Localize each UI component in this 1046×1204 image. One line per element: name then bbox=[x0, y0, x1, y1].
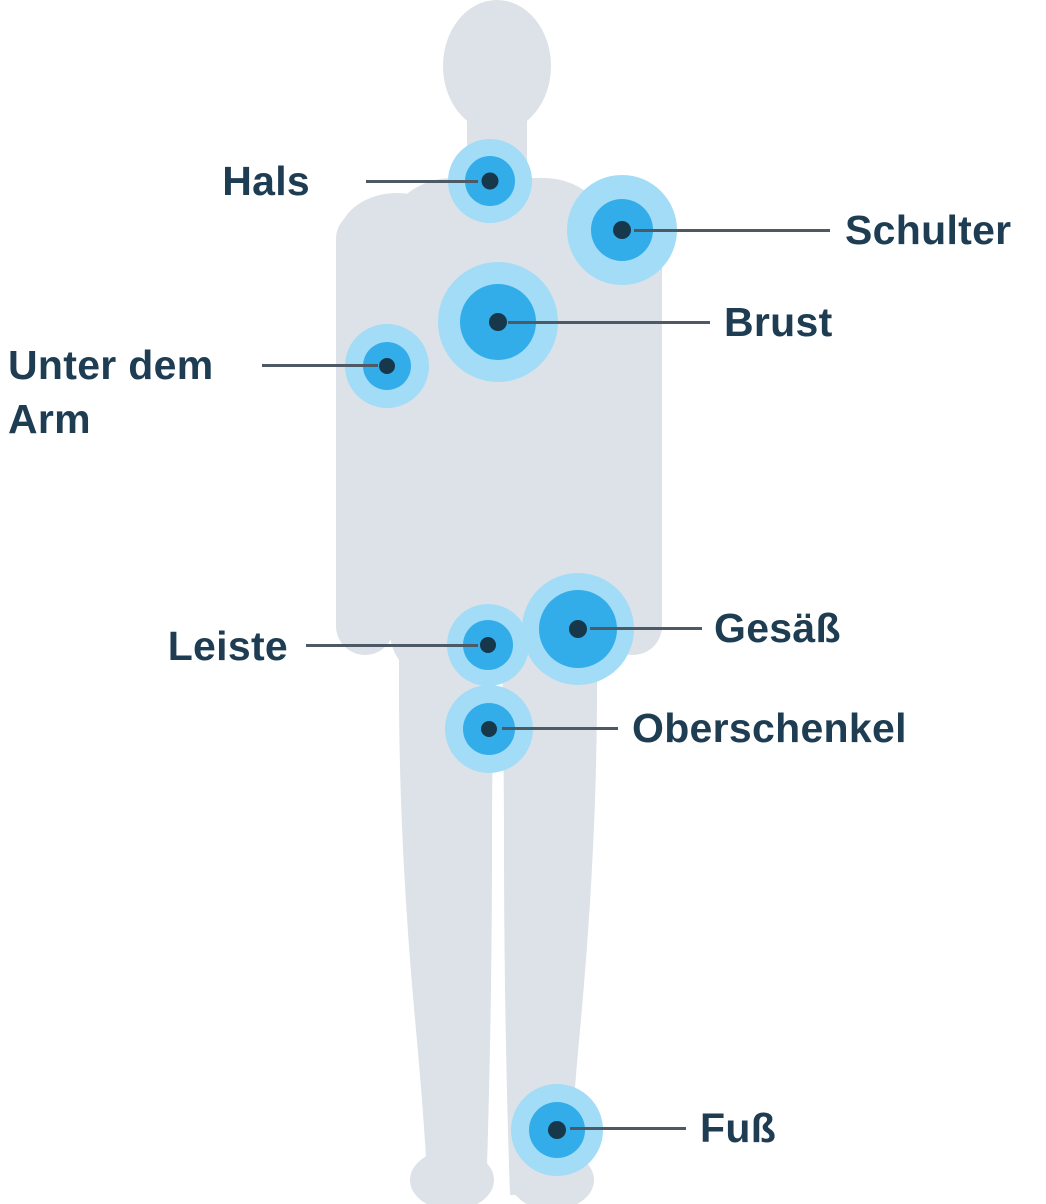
connector-line-brust bbox=[508, 321, 710, 324]
label-schulter: Schulter bbox=[845, 206, 1012, 253]
connector-line-leiste bbox=[306, 644, 478, 647]
label-fuss: Fuß bbox=[700, 1104, 777, 1151]
hotspot-fuss[interactable] bbox=[511, 1084, 603, 1176]
hotspot-gesaess[interactable] bbox=[522, 573, 634, 685]
label-hals: Hals bbox=[222, 157, 310, 204]
connector-line-schulter bbox=[634, 229, 830, 232]
hotspot-dot bbox=[480, 637, 496, 653]
label-leiste: Leiste bbox=[167, 622, 288, 669]
label-oberschenkel: Oberschenkel bbox=[632, 704, 907, 751]
connector-line-hals bbox=[366, 180, 478, 183]
hotspot-dot bbox=[489, 313, 507, 331]
label-brust: Brust bbox=[724, 298, 833, 345]
hotspot-dot bbox=[481, 172, 499, 190]
connector-line-gesaess bbox=[590, 627, 702, 630]
hotspot-dot bbox=[379, 358, 395, 374]
connector-line-fuss bbox=[570, 1127, 686, 1130]
label-gesaess: Gesäß bbox=[714, 604, 841, 651]
hotspot-dot bbox=[569, 620, 587, 638]
hotspot-dot bbox=[548, 1121, 566, 1139]
label-unter-dem-arm: Unter dem Arm bbox=[8, 341, 214, 442]
hotspot-dot bbox=[481, 721, 497, 737]
hotspot-dot bbox=[613, 221, 631, 239]
connector-line-oberschenkel bbox=[502, 727, 618, 730]
connector-line-unter-dem-arm bbox=[262, 364, 378, 367]
